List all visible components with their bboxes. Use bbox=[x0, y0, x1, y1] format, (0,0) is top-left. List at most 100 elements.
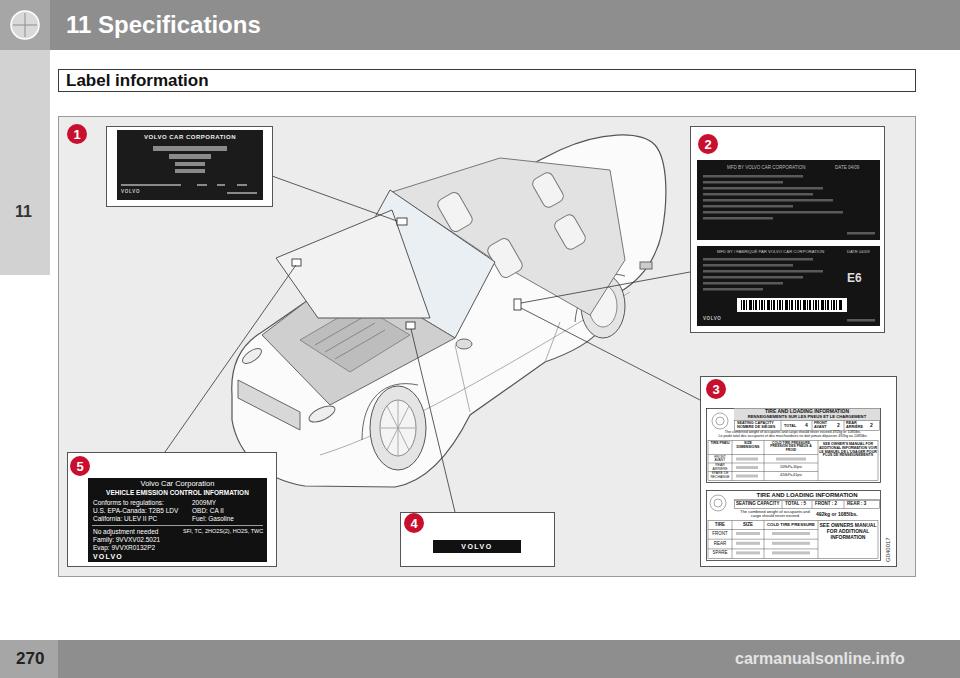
title-rule bbox=[734, 499, 880, 500]
bar bbox=[703, 193, 813, 196]
callout-frame bbox=[701, 377, 897, 567]
callout-frame bbox=[401, 513, 555, 567]
tire-label-text: REAR bbox=[709, 542, 731, 547]
emission-plate: Volvo Car CorporationVEHICLE EMISSION CO… bbox=[88, 478, 267, 562]
header-corner bbox=[0, 0, 50, 50]
callout-digit: 2 bbox=[704, 138, 711, 151]
tire-label-ground bbox=[707, 409, 881, 483]
header-band: 11 Specifications bbox=[50, 0, 960, 50]
smudge bbox=[736, 551, 760, 554]
tire-emblem bbox=[710, 495, 726, 511]
tire-label-text: TIRE bbox=[709, 523, 731, 528]
bar bbox=[847, 232, 875, 235]
tire-label-text: SEE OWNER'S MANUAL FOR ADDITIONAL INFORM… bbox=[819, 443, 877, 458]
plate-text: Fuel: Gasoline bbox=[192, 515, 234, 522]
tire-label-text: 492kg or 1085lbs. bbox=[816, 512, 858, 518]
chapter-title: 11 Specifications bbox=[66, 11, 261, 39]
bar bbox=[237, 184, 247, 186]
tire-label-text: SIZE bbox=[733, 523, 763, 528]
tire-label-text: SEATING CAPACITY bbox=[736, 502, 780, 507]
plate-text: E6 bbox=[847, 272, 862, 285]
plate-text: VEHICLE EMISSION CONTROL INFORMATION bbox=[88, 489, 267, 496]
bar bbox=[703, 211, 843, 214]
plate-ground bbox=[697, 246, 880, 326]
tire-label-ground bbox=[707, 491, 881, 561]
plate-text: Evap: 9VVXR0132P2 bbox=[93, 544, 155, 551]
tire-label-text: FRONT : 2 bbox=[815, 502, 837, 507]
seating-row bbox=[735, 501, 880, 509]
tail-light bbox=[640, 262, 652, 269]
certification-plate: MFD BY VOLVO CAR CORPORATIONDATE 04/09 bbox=[697, 160, 880, 240]
plate-text: MFD BY VOLVO CAR CORPORATION bbox=[727, 166, 806, 171]
tire-label-text: 2 bbox=[870, 423, 873, 429]
bar bbox=[703, 264, 793, 267]
seating-dividers bbox=[782, 501, 844, 509]
certification-plate: MFD BY / FABRIQUÉ PAR VOLVO CAR CORPORAT… bbox=[697, 246, 880, 326]
bar bbox=[703, 199, 833, 202]
section-heading-box: Label information bbox=[58, 69, 916, 92]
plate-text: Conforms to regulations: bbox=[93, 499, 164, 506]
label-stickers bbox=[292, 218, 521, 329]
tire-label-text: TIRE PNEU bbox=[709, 442, 731, 446]
plate-text: No adjustment needed bbox=[93, 528, 158, 535]
figure-panel bbox=[59, 117, 916, 577]
tire-label-grid bbox=[708, 495, 880, 559]
plate-text: Volvo Car Corporation bbox=[88, 480, 267, 488]
smudge bbox=[736, 532, 760, 535]
headlight bbox=[307, 403, 337, 426]
sticker-spot bbox=[292, 259, 301, 266]
car-illustration bbox=[232, 135, 666, 487]
bar bbox=[169, 154, 211, 159]
tire-label-text: SPARE bbox=[709, 551, 731, 556]
tire-emblem bbox=[712, 413, 728, 429]
tire-label-text: SEATING CAPACITY NOMBRE DE SIÈGES bbox=[737, 421, 779, 429]
callout-frame bbox=[107, 127, 273, 207]
tire-label-text: 4 bbox=[805, 423, 808, 429]
bar bbox=[703, 258, 813, 261]
plate-text: VOLVO bbox=[93, 553, 123, 561]
plate-text: 2009MY bbox=[192, 499, 216, 506]
tire-label-text: SEE OWNERS MANUAL FOR ADDITIONAL INFORMA… bbox=[819, 523, 877, 540]
callout-digit: 5 bbox=[76, 460, 83, 473]
tire-label-text: FRONT AVANT bbox=[814, 421, 836, 429]
seat bbox=[552, 213, 587, 252]
bar bbox=[153, 146, 227, 151]
plate-text: VOLVO bbox=[703, 317, 721, 322]
chapter-tab bbox=[0, 50, 50, 275]
hood-lid bbox=[276, 210, 430, 318]
bar bbox=[703, 270, 823, 273]
plate-text: DATE 04/09 bbox=[847, 250, 870, 255]
table-frame bbox=[708, 441, 878, 481]
barcode bbox=[741, 300, 843, 310]
plate-ground bbox=[117, 130, 263, 200]
bar bbox=[703, 288, 763, 291]
callout-frame bbox=[691, 127, 885, 333]
tire-label: TIRE AND LOADING INFORMATIONRENSEIGNEMEN… bbox=[706, 408, 880, 482]
bar bbox=[175, 169, 205, 173]
bar bbox=[703, 282, 783, 285]
sticker-spot bbox=[514, 299, 521, 310]
plate-text: Family: 9VVXV02.5021 bbox=[93, 536, 160, 543]
tire-label-text: FRONT bbox=[709, 532, 731, 537]
smudge bbox=[736, 466, 758, 469]
tire-label-text: FRONT AVANT bbox=[709, 456, 731, 463]
callout-number: 5 bbox=[70, 456, 90, 476]
bar bbox=[217, 184, 225, 186]
plate-text: OBD: CA II bbox=[192, 507, 224, 514]
table-frame bbox=[708, 521, 878, 559]
plate-text: VOLVO CAR CORPORATION bbox=[117, 134, 263, 141]
bar bbox=[703, 276, 803, 279]
figure-code: G040017 bbox=[885, 537, 892, 562]
car-body bbox=[232, 135, 666, 487]
blurred-lines bbox=[703, 175, 875, 235]
bar bbox=[703, 205, 793, 208]
smudge bbox=[772, 551, 810, 554]
smudge bbox=[736, 458, 758, 461]
callout-frame bbox=[68, 453, 277, 567]
watermark: carmanualsonline.info bbox=[735, 650, 905, 668]
table-lines bbox=[708, 441, 818, 481]
